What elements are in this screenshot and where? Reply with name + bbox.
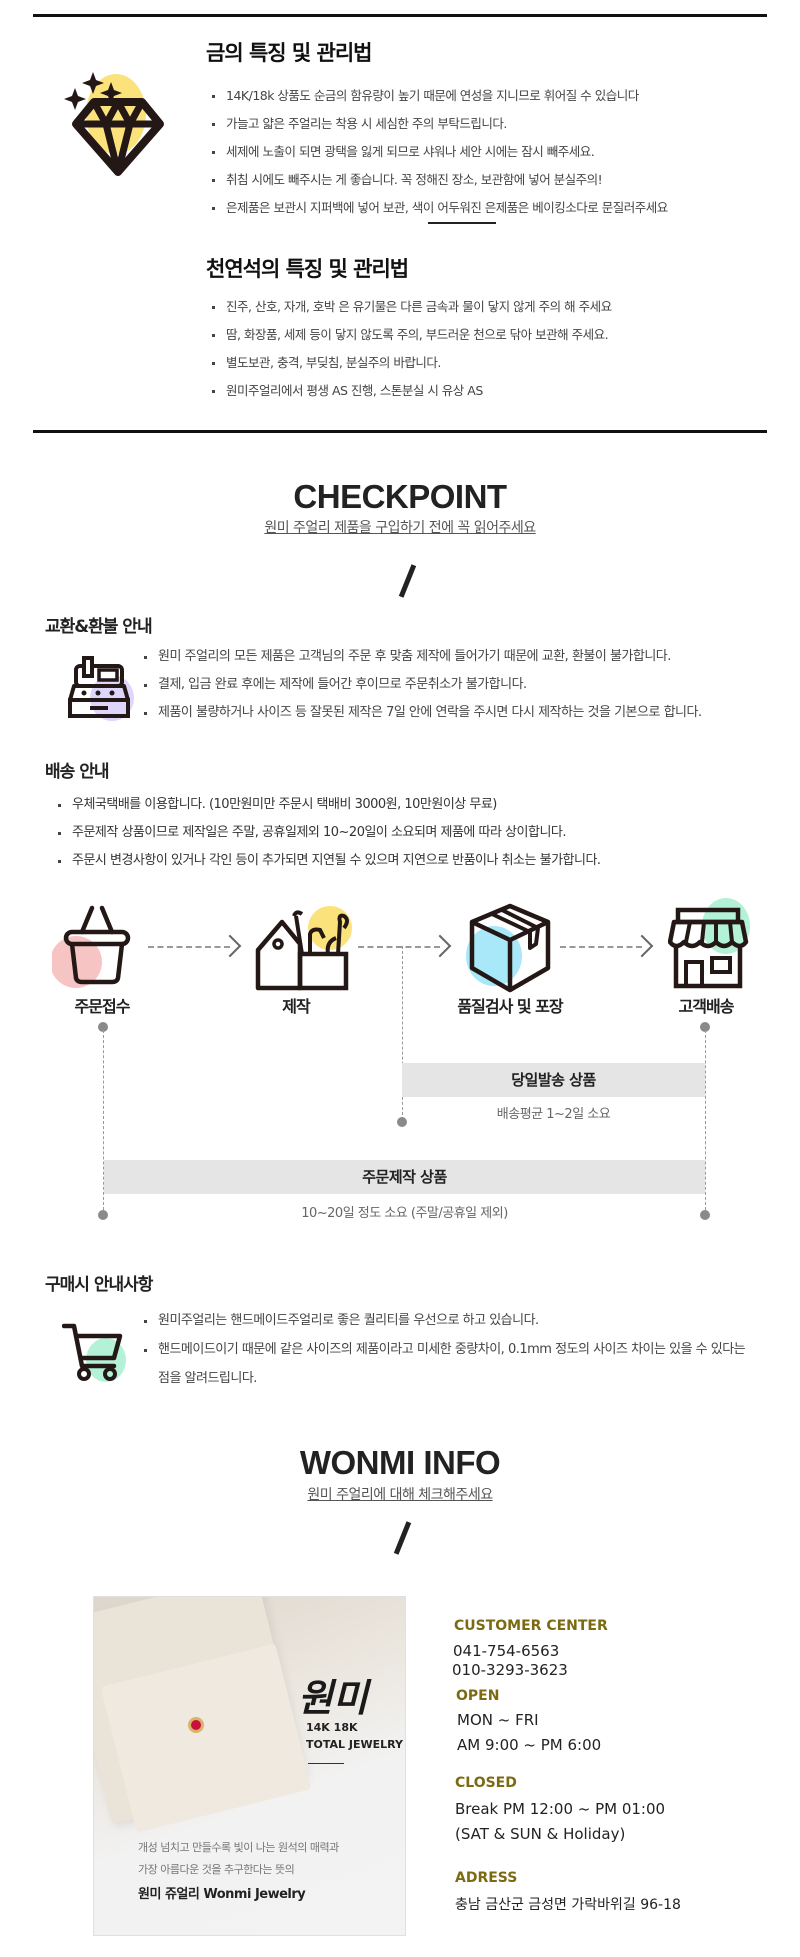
diamond-icon [58, 66, 170, 178]
customer-center-label: CUSTOMER CENTER [454, 1618, 608, 1634]
flow-connector [358, 946, 440, 948]
shipping-title: 배송 안내 [45, 762, 109, 782]
purchase-title: 구매시 안내사항 [45, 1275, 153, 1295]
chevron-right-icon [218, 934, 242, 958]
checkpoint-title: CHECKPOINT [293, 478, 507, 515]
box-icon [462, 902, 558, 994]
brand-name: 원미 쥬얼리 Wonmi Jewelry [138, 1887, 306, 1902]
chevron-right-icon [630, 934, 654, 958]
timeline-dot [397, 1117, 407, 1127]
gold-care-list: 14K/18k 상품도 순금의 함유량이 높기 때문에 연성을 지니므로 휘어질… [212, 82, 668, 222]
brand-photo: 원미 14K 18K TOTAL JEWELRY 개성 넘치고 만들수록 빛이 … [93, 1596, 406, 1936]
ruby-ring [188, 1717, 204, 1733]
brand-desc2: 가장 아름다운 것을 추구한다는 뜻의 [138, 1863, 295, 1876]
closed-days: (SAT & SUN & Holiday) [455, 1825, 626, 1843]
list-item: 결제, 입금 완료 후에는 제작에 들어간 후이므로 주문취소가 불가합니다. [144, 671, 702, 699]
checkpoint-subtitle: 원미 주얼리 제품을 구입하기 전에 꼭 읽어주세요 [264, 520, 536, 536]
step-label: 품질검사 및 포장 [457, 997, 563, 1016]
store-icon [667, 896, 752, 994]
list-item: 핸드메이드이기 때문에 같은 사이즈의 제품이라고 미세한 중량차이, 0.1m… [144, 1335, 746, 1364]
list-item: 은제품은 보관시 지퍼백에 넣어 보관, 색이 어두워진 은제품은 베이킹소다로… [212, 194, 668, 222]
timeline-dot [98, 1022, 108, 1032]
same-day-band: 당일발송 상품 [402, 1063, 705, 1097]
timeline-dot [98, 1210, 108, 1220]
short-divider [428, 222, 496, 224]
list-item: 땀, 화장품, 세제 등이 닿지 않도록 주의, 부드러운 천으로 닦아 보관해… [212, 321, 612, 349]
cash-register-icon [66, 656, 136, 722]
open-hours: AM 9:00 ~ PM 6:00 [457, 1736, 602, 1754]
list-item: 원미 주얼리의 모든 제품은 고객님의 주문 후 맞춤 제작에 들어가기 때문에… [144, 643, 702, 671]
phone-1[interactable]: 041-754-6563 [453, 1642, 560, 1660]
toolbox-icon [254, 902, 354, 994]
flow-connector [560, 946, 642, 948]
open-label: OPEN [456, 1688, 500, 1704]
list-item: 세제에 노출이 되면 광택을 잃게 되므로 샤워나 세안 시에는 잠시 빼주세요… [212, 138, 668, 166]
timeline-line [103, 1030, 104, 1210]
list-item: 취침 시에도 빼주시는 게 좋습니다. 꼭 정해진 장소, 보관함에 넣어 분실… [212, 166, 668, 194]
exchange-list: 원미 주얼리의 모든 제품은 고객님의 주문 후 맞춤 제작에 들어가기 때문에… [144, 643, 702, 727]
step-label: 주문접수 [74, 997, 131, 1016]
info-subtitle: 원미 주얼리에 대해 체크해주세요 [307, 1487, 493, 1503]
timeline-line [705, 1030, 706, 1210]
gold-care-title: 금의 특징 및 관리법 [206, 41, 372, 65]
slash-ornament [393, 1521, 412, 1555]
cart-icon [61, 1322, 128, 1384]
list-item: 진주, 산호, 자개, 호박 은 유기물은 다른 금속과 물이 닿지 않게 주의… [212, 293, 612, 321]
brand-line2: TOTAL JEWELRY [306, 1738, 403, 1751]
list-item: 주문제작 상품이므로 제작일은 주말, 공휴일제외 10~20일이 소요되며 제… [58, 819, 601, 847]
stone-care-title: 천연석의 특징 및 관리법 [206, 257, 409, 281]
stone-care-list: 진주, 산호, 자개, 호박 은 유기물은 다른 금속과 물이 닿지 않게 주의… [212, 293, 612, 405]
section-divider [33, 430, 767, 433]
address-label: ADRESS [455, 1870, 518, 1886]
brand-line1: 14K 18K [306, 1721, 358, 1734]
chevron-right-icon [428, 934, 452, 958]
address-value: 충남 금산군 금성면 가락바위길 96-18 [455, 1897, 681, 1913]
info-title: WONMI INFO [299, 1444, 501, 1481]
slash-ornament [398, 564, 417, 598]
exchange-title: 교환&환불 안내 [45, 617, 153, 637]
flow-connector [148, 946, 230, 948]
list-item: 우체국택배를 이용합니다. (10만원미만 주문시 택배비 3000원, 10만… [58, 791, 601, 819]
list-item: 제품이 불량하거나 사이즈 등 잘못된 제작은 7일 안에 연락을 주시면 다시… [144, 699, 702, 727]
closed-label: CLOSED [455, 1775, 517, 1791]
phone-2[interactable]: 010-3293-3623 [452, 1661, 568, 1679]
list-item: 14K/18k 상품도 순금의 함유량이 높기 때문에 연성을 지니므로 휘어질… [212, 82, 668, 110]
basket-icon [50, 902, 142, 994]
timeline-line [402, 946, 403, 1120]
top-divider [33, 14, 767, 17]
brand-desc1: 개성 넘치고 만들수록 빛이 나는 원석의 매력과 [138, 1841, 339, 1854]
step-label: 제작 [282, 997, 310, 1016]
purchase-list-continuation: 점을 알려드립니다. [158, 1371, 257, 1386]
list-item: 원미주얼리에서 평생 AS 진행, 스톤분실 시 유상 AS [212, 377, 612, 405]
list-item: 주문시 변경사항이 있거나 각인 등이 추가되면 지연될 수 있으며 지연으로 … [58, 847, 601, 875]
closed-break: Break PM 12:00 ~ PM 01:00 [455, 1800, 666, 1818]
list-item: 가늘고 얇은 주얼리는 착용 시 세심한 주의 부탁드립니다. [212, 110, 668, 138]
timeline-dot [700, 1210, 710, 1220]
step-label: 고객배송 [678, 997, 735, 1016]
brand-divider [308, 1763, 344, 1764]
shipping-list: 우체국택배를 이용합니다. (10만원미만 주문시 택배비 3000원, 10만… [58, 791, 601, 875]
timeline-dot [700, 1022, 710, 1032]
same-day-note: 배송평균 1~2일 소요 [496, 1107, 611, 1122]
list-item: 원미주얼리는 핸드메이드주얼리로 좋은 퀄리티를 우선으로 하고 있습니다. [144, 1306, 745, 1335]
purchase-list: 원미주얼리는 핸드메이드주얼리로 좋은 퀄리티를 우선으로 하고 있습니다. 핸… [144, 1306, 746, 1364]
custom-order-band: 주문제작 상품 [104, 1160, 705, 1194]
brand-script: 원미 [298, 1675, 368, 1720]
open-days: MON ~ FRI [457, 1711, 539, 1729]
list-item: 별도보관, 충격, 부딪침, 분실주의 바랍니다. [212, 349, 612, 377]
custom-order-note: 10~20일 정도 소요 (주말/공휴일 제외) [301, 1206, 508, 1221]
